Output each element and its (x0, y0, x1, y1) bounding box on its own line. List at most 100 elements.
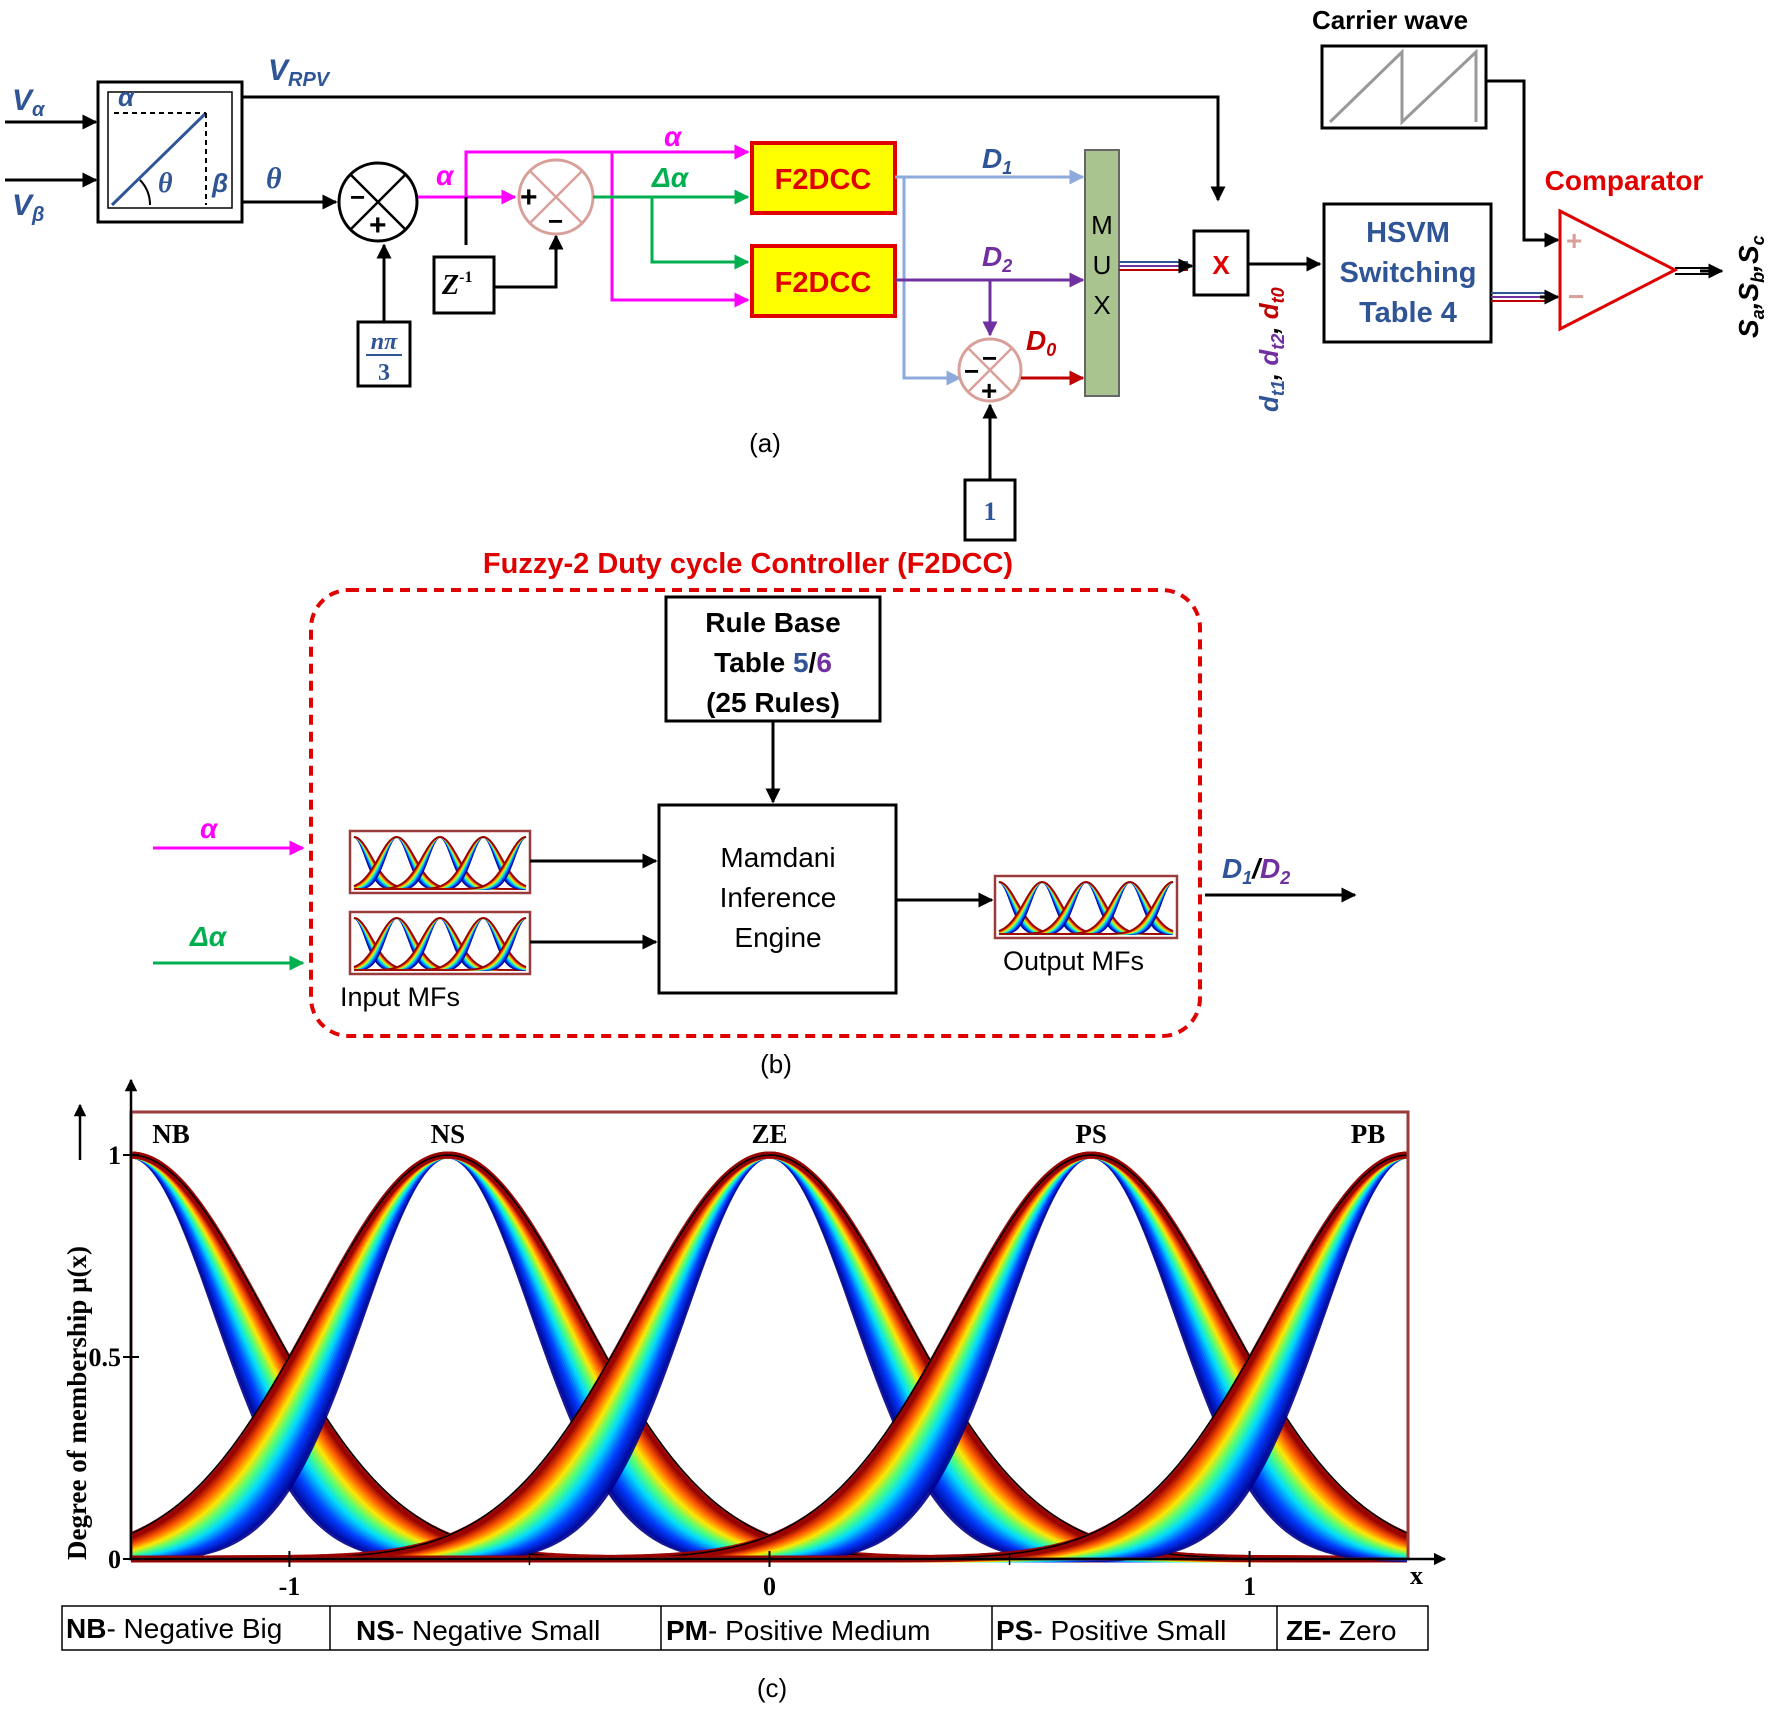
y-axis-label: Degree of membership μ(x) (62, 1246, 92, 1560)
polar-vector (110, 111, 208, 207)
y-tick-label: 0 (108, 1545, 121, 1574)
rule-base-line-1: Rule Base (705, 607, 840, 638)
legend-ze: ZE- Zero (1286, 1615, 1396, 1646)
b-alpha-label: α (200, 813, 219, 844)
unit-delay-label: Z-1 (441, 269, 472, 301)
engine-line-3: Engine (734, 922, 821, 953)
carrier-to-comparator (1486, 79, 1560, 248)
hsvm-line-2: Switching (1340, 257, 1477, 289)
polar-theta-label: θ (158, 168, 173, 199)
polar-alpha-label: α (118, 82, 136, 112)
x-tick-label: 0 (763, 1572, 776, 1601)
engine-line-2: Inference (720, 882, 837, 913)
sum2-plus: + (520, 181, 538, 214)
legend-table: NB- Negative Big NS- Negative Small PM- … (61, 1605, 1429, 1651)
series-label-ps: PS (1075, 1119, 1107, 1149)
hsvm-line-3: Table 4 (1359, 297, 1457, 329)
output-mf-thumbnail (993, 874, 1179, 940)
d1-to-sum3 (902, 177, 962, 386)
input-mf-thumbnail-2 (348, 910, 532, 976)
f2dcc-dashed-frame (309, 588, 1202, 1038)
legend-ns: NS- Negative Small (356, 1615, 600, 1646)
alpha-label: α (436, 160, 455, 191)
sum3-minus-left: − (964, 356, 979, 386)
thumb-mf (354, 836, 527, 890)
f2dcc-title: Fuzzy-2 Duty cycle Controller (F2DCC) (483, 548, 1013, 580)
thumb-mf (999, 881, 1174, 935)
series-label-pb: PB (1351, 1119, 1386, 1149)
series-label-nb: NB (152, 1119, 190, 1149)
mux-letter-u: U (1093, 250, 1112, 280)
legend-nb: NB- Negative Big (66, 1613, 282, 1644)
rule-base-block (664, 595, 882, 723)
rule-base-line-2: Table 5/6 (714, 647, 832, 678)
polar-converter-block (96, 80, 244, 224)
f2dcc-block-1 (750, 141, 897, 215)
output-mfs-label: Output MFs (1003, 946, 1144, 976)
f2dcc-1-label: F2DCC (775, 164, 872, 196)
legend-pm: PM- Positive Medium (666, 1615, 931, 1646)
sum1-minus: − (350, 182, 365, 212)
v-beta-label: Vβ (12, 189, 44, 226)
v-alpha-label: Vα (12, 84, 46, 121)
dalpha-label: Δα (651, 162, 690, 193)
comparator-label: Comparator (1545, 165, 1704, 196)
alpha-to-f2dcc1 (464, 144, 750, 197)
mamdani-engine-block (657, 803, 898, 995)
comparator-plus: + (1566, 225, 1582, 256)
engine-line-1: Mamdani (720, 842, 835, 873)
panel-a: Vα Vβ α θ β VRPV θ − + nπ 3 α α (5, 5, 1768, 542)
polar-beta-label: β (211, 168, 228, 198)
b-dalpha-label: Δα (189, 921, 228, 952)
hsvm-line-1: HSVM (1366, 217, 1450, 249)
unit-delay-block (432, 255, 496, 315)
comparator-triangle (1558, 208, 1679, 332)
x-tick-label: 1 (1243, 1572, 1256, 1601)
legend-frame (61, 1605, 1429, 1651)
multiplier-block (1192, 229, 1250, 297)
mux-letter-m: M (1091, 210, 1113, 240)
series-label-ze: ZE (751, 1119, 787, 1149)
sum1-plus: + (369, 209, 387, 242)
carrier-wave-block (1320, 44, 1488, 130)
duty-label: dt1, dt2, dt0 (1254, 287, 1288, 412)
polar-angle-arc (139, 179, 152, 206)
hsvm-block (1322, 202, 1493, 344)
alpha-to-f2dcc2 (610, 152, 750, 308)
f2dcc-block-2 (750, 244, 897, 318)
mux-block (1084, 149, 1120, 397)
vrpv-line (242, 95, 1226, 202)
rule-base-line-3: (25 Rules) (706, 687, 840, 718)
input-mf-thumbnail-1 (348, 829, 532, 895)
zinv-to-sum2 (494, 234, 564, 289)
d0-label: D0 (1026, 325, 1056, 360)
theta-label: θ (266, 162, 282, 195)
sum3-minus-top: − (982, 343, 997, 373)
y-tick-label: 0.5 (89, 1343, 122, 1372)
constant-one-block (963, 478, 1017, 542)
switch-signals-label: Sa,Sb,Sc (1733, 235, 1768, 338)
series-label-ns: NS (431, 1119, 466, 1149)
n-pi-label: nπ (371, 329, 398, 355)
dalpha-to-f2dcc2 (650, 197, 750, 270)
x-axis-label: x (1410, 1561, 1423, 1590)
polar-inner-frame (107, 91, 233, 209)
multiplier-label: X (1212, 250, 1230, 280)
sum3-plus: + (981, 375, 997, 406)
alpha-top-label: α (664, 121, 683, 152)
legend-ps: PS- Positive Small (996, 1615, 1226, 1646)
mux-letter-x: X (1093, 290, 1110, 320)
vrpv-label: VRPV (268, 54, 331, 91)
carrier-sawtooth (1328, 48, 1478, 126)
thumb-mf (354, 917, 527, 971)
d1-label: D1 (982, 143, 1012, 178)
f2dcc-2-label: F2DCC (775, 267, 872, 299)
carrier-wave-label: Carrier wave (1312, 5, 1468, 35)
d2-label: D2 (982, 241, 1012, 276)
sum2-minus: − (548, 206, 563, 236)
y-tick-label: 1 (108, 1141, 121, 1170)
constant-one-label: 1 (984, 497, 997, 526)
